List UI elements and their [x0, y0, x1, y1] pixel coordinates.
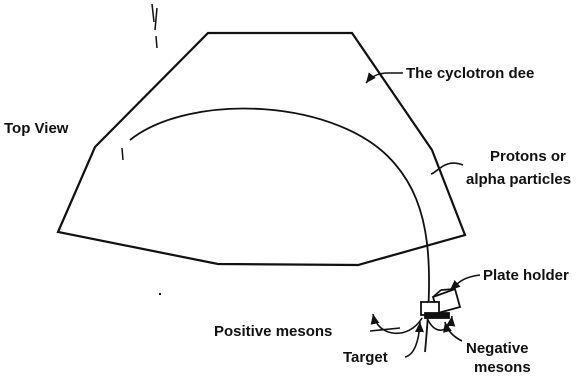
cyclotron-dee-outline	[56, 31, 467, 267]
dee-label: The cyclotron dee	[406, 65, 534, 82]
beam-path	[129, 107, 430, 353]
plate-holder-leader	[449, 274, 481, 291]
top-view-label: Top View	[4, 120, 69, 137]
negative-meson-path	[427, 315, 456, 331]
beam-leader	[430, 162, 464, 175]
target	[420, 301, 450, 319]
negative-label-line2: mesons	[474, 359, 531, 376]
negative-leader	[443, 321, 463, 342]
beam-label-line1: Protons or	[490, 148, 566, 165]
negative-label-line1: Negative	[466, 340, 529, 357]
target-label: Target	[343, 349, 388, 366]
plate-holder-label: Plate holder	[483, 267, 569, 284]
dee-leader	[365, 72, 403, 84]
leader-lines	[365, 72, 481, 358]
scan-artifacts	[121, 3, 158, 161]
beam-label-line2: alpha particles	[466, 171, 571, 188]
positive-leader	[369, 327, 401, 332]
positive-mesons-label: Positive mesons	[214, 323, 332, 340]
target-leader	[404, 321, 424, 358]
